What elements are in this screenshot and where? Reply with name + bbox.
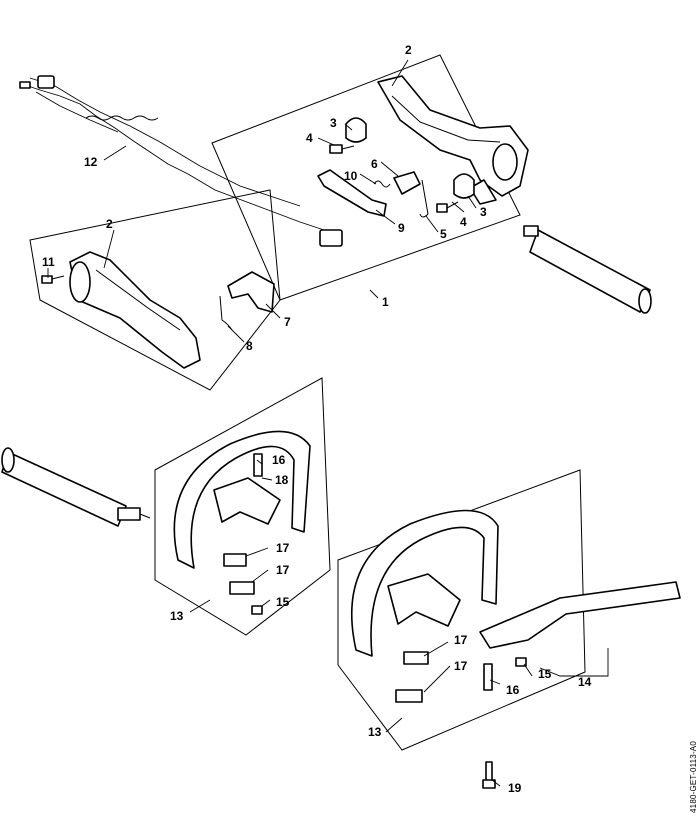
callout-labels: 2 3 4 6 10 9 5 4 3 12 2 11 7 8 1 16 18 1…	[42, 43, 592, 795]
callout-1: 1	[382, 295, 389, 309]
callout-15b: 15	[538, 667, 552, 681]
callout-3a: 3	[330, 116, 337, 130]
callout-16a: 16	[272, 453, 286, 467]
callout-2b: 2	[106, 217, 113, 231]
callout-17b: 17	[276, 563, 290, 577]
torsion-spring	[373, 180, 391, 188]
callout-13a: 13	[170, 609, 184, 623]
handle-housing-upper	[377, 75, 529, 205]
drive-tube-lower	[1, 447, 151, 527]
clamp-right	[453, 173, 475, 199]
callout-3b: 3	[480, 205, 487, 219]
callout-9: 9	[398, 221, 405, 235]
callout-6: 6	[371, 157, 378, 171]
interlock-spring	[419, 179, 429, 218]
switch	[393, 171, 421, 195]
callout-17c: 17	[454, 633, 468, 647]
callout-7: 7	[284, 315, 291, 329]
leader-lines	[47, 59, 609, 787]
screw-upper-left	[329, 144, 355, 154]
callout-4b: 4	[460, 215, 467, 229]
callout-10: 10	[344, 169, 358, 183]
callout-13b: 13	[368, 725, 382, 739]
callout-5: 5	[440, 227, 447, 241]
screw-upper-right	[436, 201, 459, 213]
callout-16b: 16	[506, 683, 520, 697]
drive-tube-upper	[523, 225, 652, 314]
throttle-trigger	[317, 169, 387, 217]
wiring-harness	[19, 75, 343, 247]
loop-handle-a	[173, 430, 311, 615]
callout-14: 14	[578, 675, 592, 689]
callout-2a: 2	[405, 43, 412, 57]
screw-19	[482, 761, 496, 789]
callout-12: 12	[84, 155, 98, 169]
group-13b-panel	[337, 469, 586, 751]
spring-8	[219, 295, 233, 331]
screw-11	[41, 275, 65, 284]
lever-7	[227, 271, 275, 313]
callout-17d: 17	[454, 659, 468, 673]
callout-15a: 15	[276, 595, 290, 609]
callout-8: 8	[246, 339, 253, 353]
callout-11: 11	[42, 255, 55, 269]
callout-18: 18	[275, 473, 289, 487]
callout-17a: 17	[276, 541, 290, 555]
group-1-panel	[29, 54, 521, 391]
group-13a-panel	[154, 377, 331, 636]
loop-handle-b	[350, 509, 681, 703]
callout-4a: 4	[306, 131, 313, 145]
reference-code: 4180-GET-0113-A0	[689, 741, 698, 813]
clamp-left	[345, 117, 367, 143]
callout-19: 19	[508, 781, 522, 795]
